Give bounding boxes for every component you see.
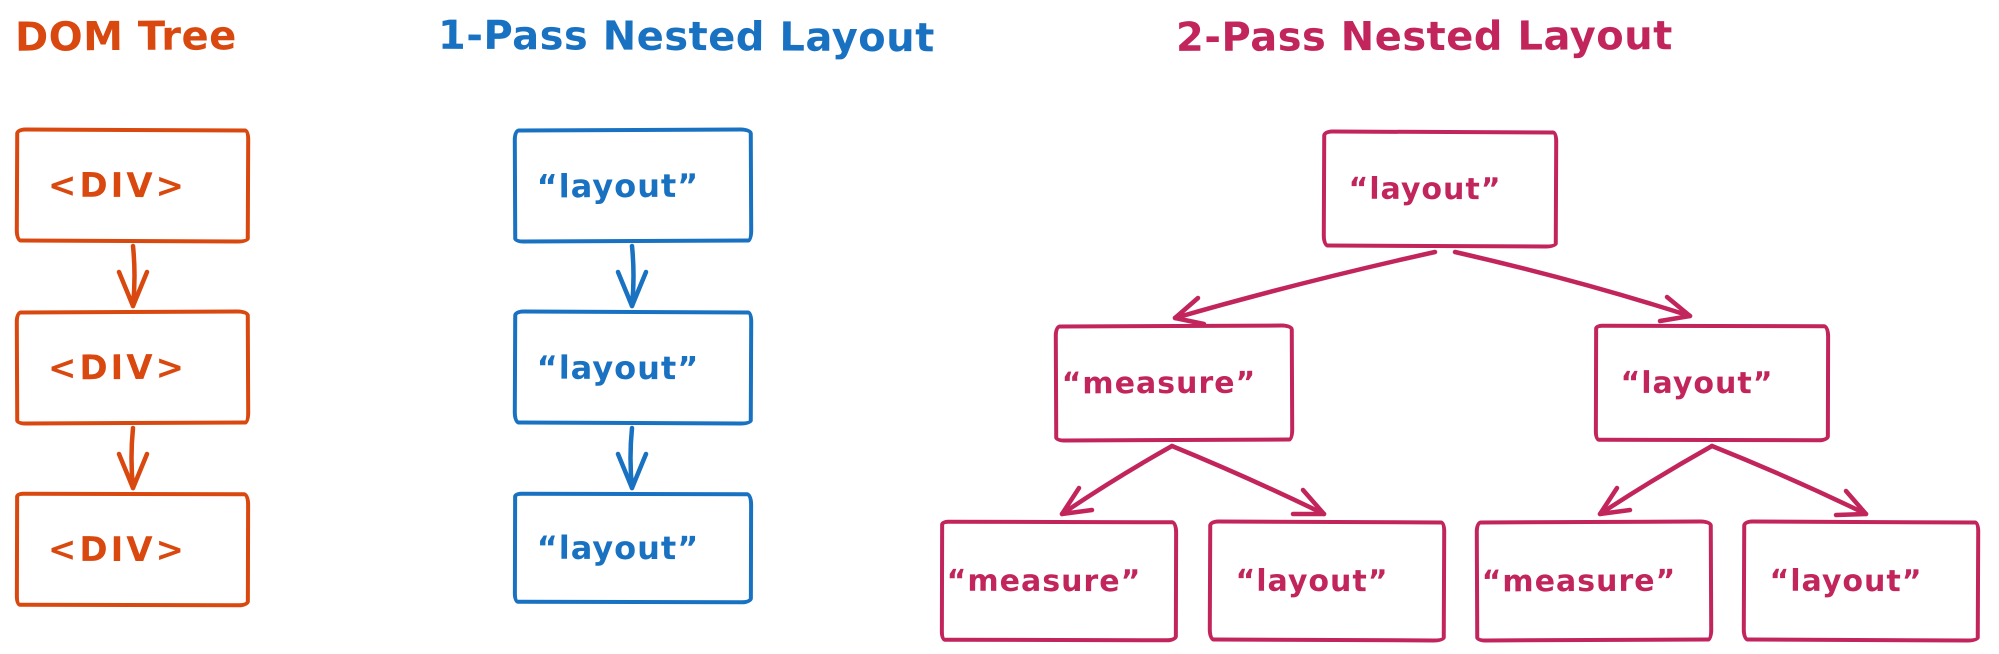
arrow-dom-1-to-2 xyxy=(116,243,150,309)
two-pass-leaf-measure-2: “measure” xyxy=(1474,519,1714,643)
arrow-dom-2-to-3 xyxy=(116,425,150,491)
one-pass-node-2: “layout” xyxy=(512,309,754,426)
one-pass-node-1: “layout” xyxy=(512,127,754,244)
arrow-twopass-layout-to-leaf-3 xyxy=(1597,443,1715,517)
two-pass-leaf-measure-1: “measure” xyxy=(939,519,1179,643)
dom-tree-title: DOM Tree xyxy=(14,13,237,61)
two-pass-leaf-layout-1: “layout” xyxy=(1207,519,1447,643)
one-pass-node-3: “layout” xyxy=(512,491,754,605)
arrow-twopass-root-to-measure xyxy=(1172,249,1438,327)
two-pass-title: 2-Pass Nested Layout xyxy=(1175,13,1673,61)
arrow-onepass-1-to-2 xyxy=(615,243,649,309)
two-pass-layout-node: “layout” xyxy=(1593,323,1831,443)
two-pass-measure-node: “measure” xyxy=(1053,323,1295,443)
two-pass-leaf-layout-2: “layout” xyxy=(1741,519,1981,643)
arrow-twopass-root-to-layout xyxy=(1452,249,1693,324)
arrow-twopass-measure-to-leaf-2 xyxy=(1169,443,1327,517)
arrow-onepass-2-to-3 xyxy=(615,425,649,491)
arrow-twopass-layout-to-leaf-4 xyxy=(1709,443,1869,518)
one-pass-title: 1-Pass Nested Layout xyxy=(437,12,935,62)
dom-node-1: <DIV> xyxy=(14,127,251,244)
dom-node-3: <DIV> xyxy=(14,491,251,608)
arrow-twopass-measure-to-leaf-1 xyxy=(1059,443,1175,517)
dom-node-2: <DIV> xyxy=(14,309,251,426)
two-pass-root-node: “layout” xyxy=(1321,129,1559,249)
